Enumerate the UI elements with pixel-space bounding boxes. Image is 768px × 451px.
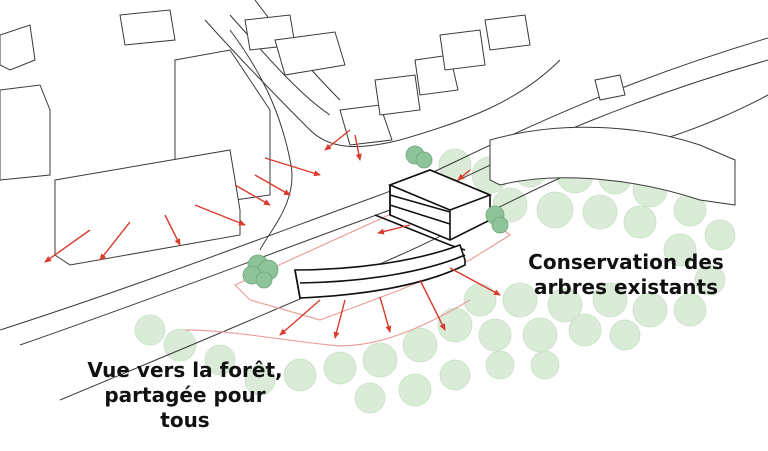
annotation-line: arbres existants	[534, 275, 718, 299]
view-arrow	[457, 169, 471, 181]
tree-conservation-annotation: Conservation des arbres existants	[520, 250, 732, 300]
view-arrow	[324, 129, 351, 151]
view-arrow	[419, 279, 446, 331]
view-arrow	[377, 224, 411, 235]
view-arrow	[234, 184, 271, 206]
view-arrow	[354, 134, 362, 161]
view-arrow	[379, 296, 392, 333]
view-arrow	[449, 267, 501, 296]
view-arrow	[279, 299, 321, 336]
view-arrow	[333, 299, 346, 339]
view-arrow	[264, 157, 321, 177]
annotation-line: partagée pour	[104, 383, 266, 407]
annotation-line: Conservation des	[528, 250, 724, 274]
view-arrow	[254, 174, 291, 196]
existing-buildings	[0, 9, 736, 266]
annotation-line: Vue vers la forêt,	[87, 358, 283, 382]
forest-view-annotation: Vue vers la forêt, partagée pour tous	[70, 358, 300, 433]
view-arrow	[99, 221, 131, 261]
highlighted-trees	[242, 145, 509, 289]
view-arrow	[164, 214, 181, 246]
annotation-line: tous	[160, 408, 210, 432]
view-arrows	[44, 129, 501, 339]
view-arrow	[44, 229, 91, 263]
view-arrow	[194, 204, 246, 226]
